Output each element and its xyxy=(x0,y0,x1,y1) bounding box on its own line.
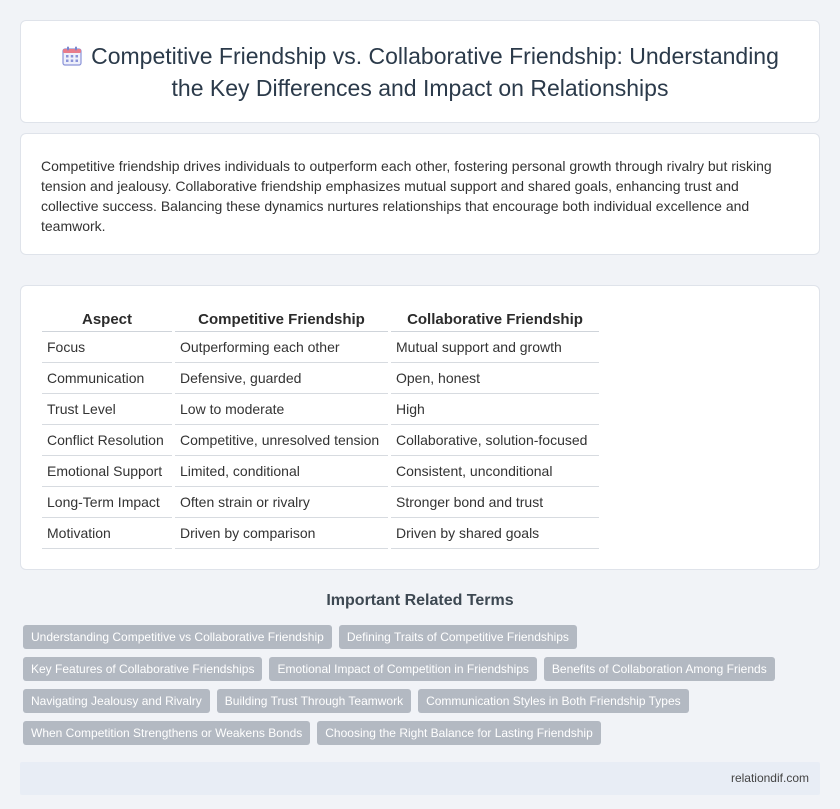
related-terms-tags: Understanding Competitive vs Collaborati… xyxy=(23,625,820,745)
header-competitive: Competitive Friendship xyxy=(175,308,388,332)
cell-competitive: Low to moderate xyxy=(175,394,388,425)
comparison-table: Aspect Competitive Friendship Collaborat… xyxy=(39,308,602,549)
footer-site-link[interactable]: relationdif.com xyxy=(730,771,809,785)
header-collaborative: Collaborative Friendship xyxy=(391,308,599,332)
tag-link[interactable]: Navigating Jealousy and Rivalry xyxy=(23,689,210,713)
table-header-row: Aspect Competitive Friendship Collaborat… xyxy=(42,308,599,332)
cell-aspect: Focus xyxy=(42,332,172,363)
cell-collaborative: Stronger bond and trust xyxy=(391,487,599,518)
cell-competitive: Often strain or rivalry xyxy=(175,487,388,518)
cell-competitive: Defensive, guarded xyxy=(175,363,388,394)
title-wrap: Competitive Friendship vs. Collaborative… xyxy=(60,40,780,104)
footer: relationdif.com xyxy=(20,762,820,795)
calendar-icon xyxy=(61,43,83,66)
cell-competitive: Limited, conditional xyxy=(175,456,388,487)
page-title: Competitive Friendship vs. Collaborative… xyxy=(60,40,780,104)
tag-link[interactable]: Understanding Competitive vs Collaborati… xyxy=(23,625,332,649)
cell-aspect: Communication xyxy=(42,363,172,394)
cell-aspect: Trust Level xyxy=(42,394,172,425)
cell-aspect: Long-Term Impact xyxy=(42,487,172,518)
tag-link[interactable]: Emotional Impact of Competition in Frien… xyxy=(269,657,537,681)
cell-competitive: Outperforming each other xyxy=(175,332,388,363)
tag-link[interactable]: Choosing the Right Balance for Lasting F… xyxy=(317,721,601,745)
cell-competitive: Competitive, unresolved tension xyxy=(175,425,388,456)
table-row: Conflict Resolution Competitive, unresol… xyxy=(42,425,599,456)
table-row: Long-Term Impact Often strain or rivalry… xyxy=(42,487,599,518)
tag-link[interactable]: Benefits of Collaboration Among Friends xyxy=(543,657,775,681)
comparison-table-card: Aspect Competitive Friendship Collaborat… xyxy=(20,285,820,570)
title-card: Competitive Friendship vs. Collaborative… xyxy=(20,20,820,123)
cell-aspect: Motivation xyxy=(42,518,172,549)
tag-link[interactable]: Building Trust Through Teamwork xyxy=(216,689,412,713)
table-row: Focus Outperforming each other Mutual su… xyxy=(42,332,599,363)
related-terms-title: Important Related Terms xyxy=(326,592,514,609)
cell-collaborative: Driven by shared goals xyxy=(391,518,599,549)
page-title-text: Competitive Friendship vs. Collaborative… xyxy=(91,42,779,101)
intro-paragraph: Competitive friendship drives individual… xyxy=(41,158,772,234)
cell-collaborative: High xyxy=(391,394,599,425)
table-row: Emotional Support Limited, conditional C… xyxy=(42,456,599,487)
tag-link[interactable]: Key Features of Collaborative Friendship… xyxy=(23,657,263,681)
cell-collaborative: Consistent, unconditional xyxy=(391,456,599,487)
table-row: Communication Defensive, guarded Open, h… xyxy=(42,363,599,394)
cell-aspect: Emotional Support xyxy=(42,456,172,487)
tag-link[interactable]: Defining Traits of Competitive Friendshi… xyxy=(338,625,577,649)
intro-card: Competitive friendship drives individual… xyxy=(20,133,820,255)
cell-collaborative: Collaborative, solution-focused xyxy=(391,425,599,456)
tag-link[interactable]: Communication Styles in Both Friendship … xyxy=(418,689,689,713)
tag-link[interactable]: When Competition Strengthens or Weakens … xyxy=(23,721,311,745)
cell-collaborative: Mutual support and growth xyxy=(391,332,599,363)
header-aspect: Aspect xyxy=(42,308,172,332)
cell-collaborative: Open, honest xyxy=(391,363,599,394)
table-row: Motivation Driven by comparison Driven b… xyxy=(42,518,599,549)
cell-aspect: Conflict Resolution xyxy=(42,425,172,456)
table-row: Trust Level Low to moderate High xyxy=(42,394,599,425)
cell-competitive: Driven by comparison xyxy=(175,518,388,549)
